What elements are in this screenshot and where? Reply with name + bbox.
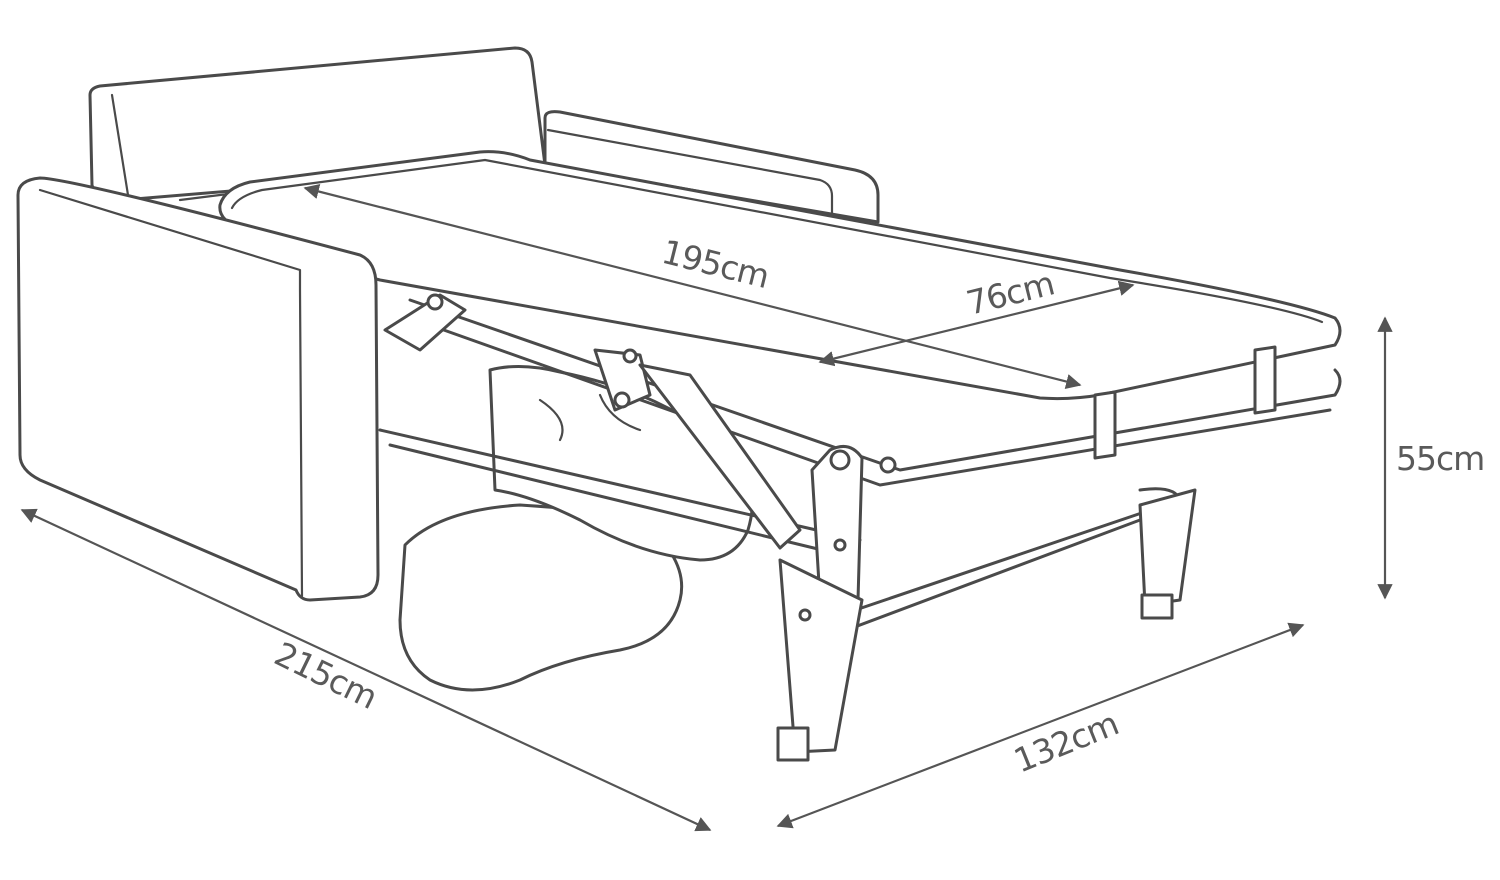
dimension-height: 55cm (1377, 316, 1485, 600)
dimension-overall-depth: 132cm (776, 622, 1305, 829)
dimension-label-height: 55cm (1396, 439, 1484, 478)
dimension-label-overall-length: 215cm (268, 634, 382, 717)
